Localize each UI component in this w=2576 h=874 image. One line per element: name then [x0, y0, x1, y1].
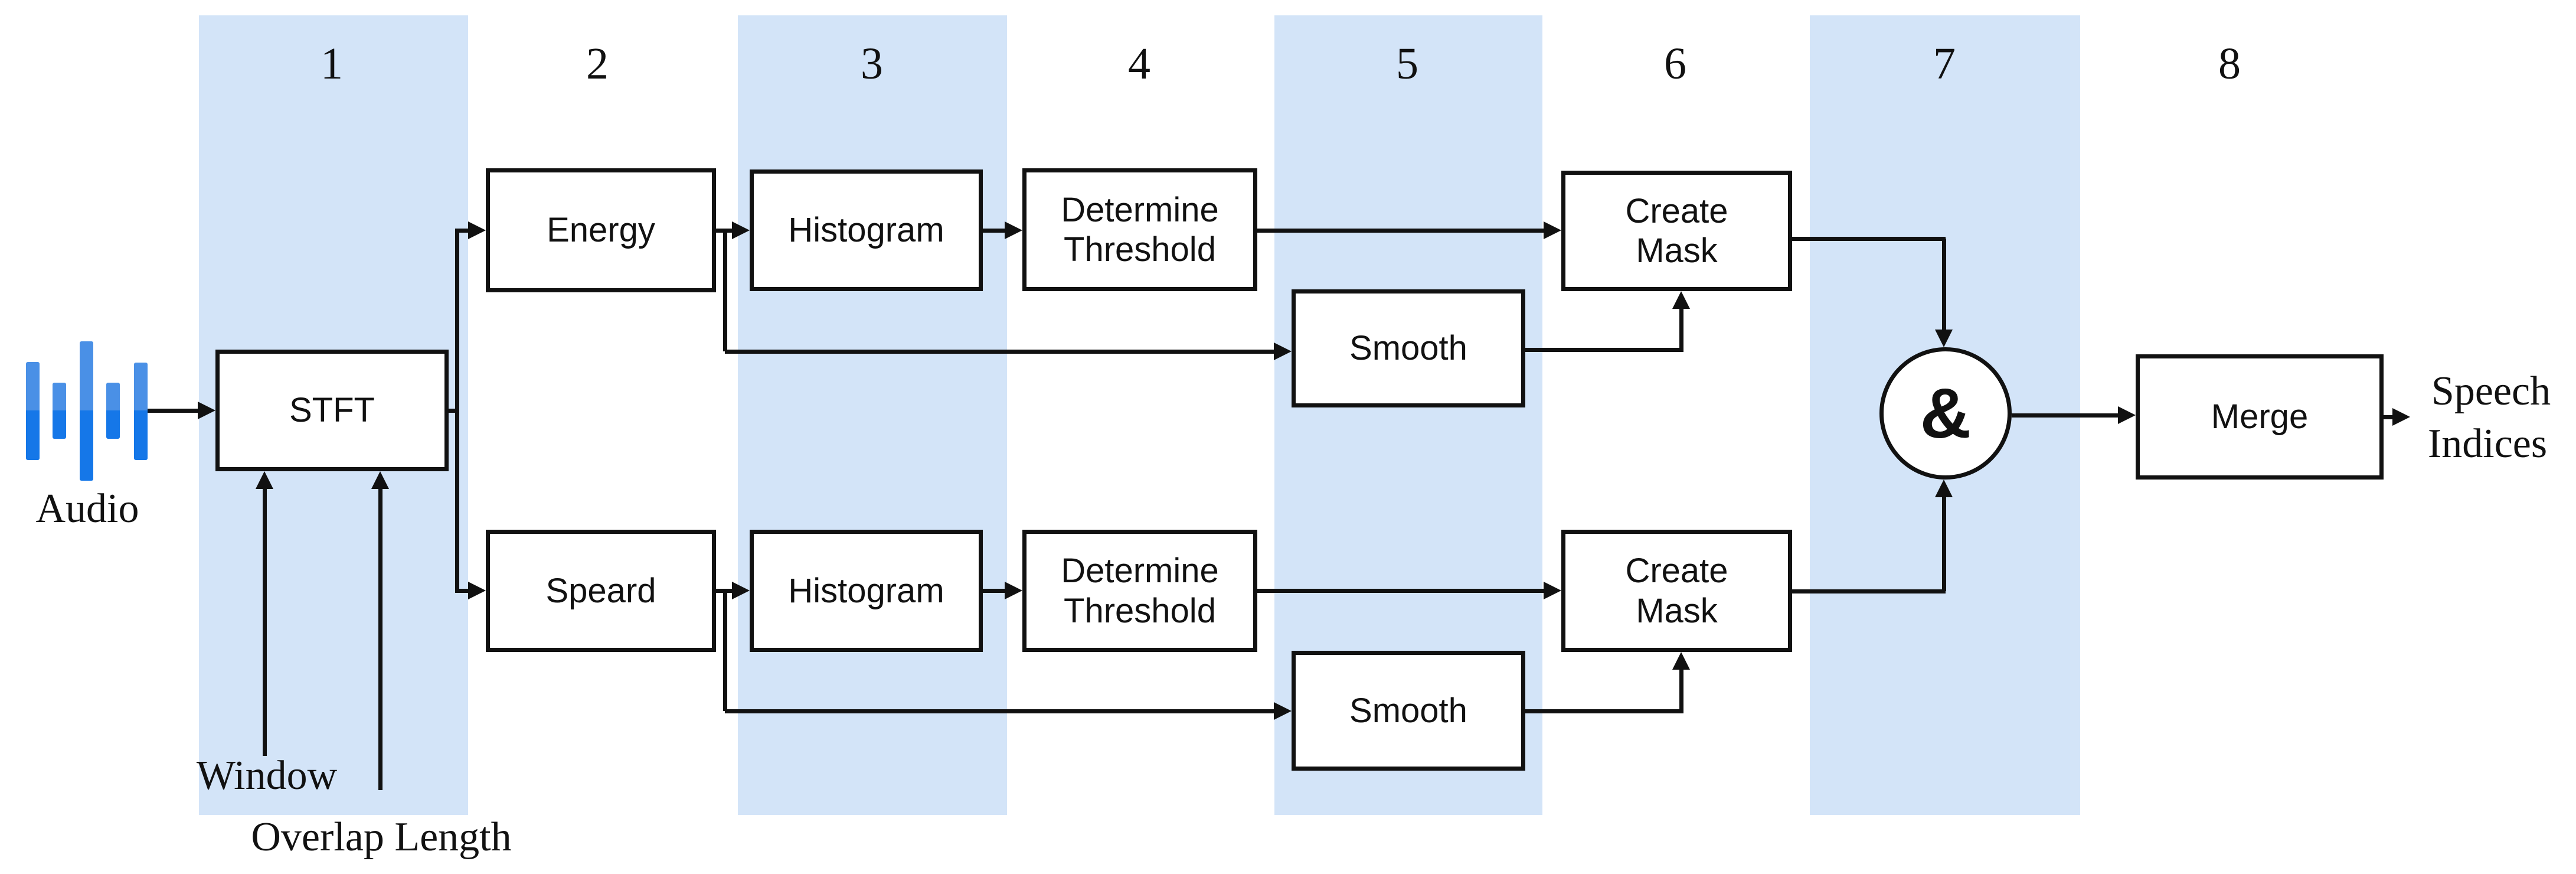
- arrowhead-icon: [1544, 221, 1561, 239]
- audio-bar: [80, 341, 93, 481]
- connector-line: [263, 488, 267, 756]
- and-operator: &: [1879, 347, 2012, 480]
- node-label: STFT: [289, 391, 375, 430]
- node-label: Threshold: [1064, 230, 1216, 269]
- column-band-3: [738, 15, 1007, 815]
- connector-line: [2384, 415, 2393, 419]
- connector-line: [1792, 237, 1946, 241]
- connector-line: [1942, 496, 1946, 591]
- node-stft: STFT: [215, 350, 449, 471]
- connector-line: [1792, 589, 1946, 593]
- connector-line: [1257, 589, 1544, 593]
- connector-line: [1257, 229, 1544, 233]
- node-label: Merge: [2211, 397, 2309, 436]
- node-label: Create: [1625, 552, 1728, 591]
- node-histogram-top: Histogram: [750, 169, 983, 291]
- audio-bar: [53, 383, 66, 439]
- arrowhead-icon: [1005, 221, 1022, 239]
- arrowhead-icon: [371, 471, 389, 489]
- speech-indices-line2: Indices: [2427, 421, 2548, 467]
- connector-line: [378, 488, 383, 790]
- audio-bar: [106, 383, 120, 439]
- arrowhead-icon: [256, 471, 273, 489]
- node-label: Determine: [1061, 552, 1219, 591]
- connector-line: [723, 591, 727, 711]
- connector-line: [2012, 413, 2119, 418]
- arrowhead-icon: [1544, 582, 1561, 599]
- node-energy: Energy: [486, 168, 716, 292]
- node-label: Histogram: [788, 211, 944, 250]
- column-number-6: 6: [1664, 39, 1686, 89]
- arrowhead-icon: [198, 402, 215, 419]
- connector-line: [449, 409, 457, 413]
- audio-bar: [26, 362, 40, 460]
- column-number-8: 8: [2218, 39, 2241, 89]
- node-label: Histogram: [788, 571, 944, 610]
- connector-line: [1679, 308, 1683, 351]
- connector-line: [725, 350, 1274, 354]
- arrowhead-icon: [732, 221, 750, 239]
- connector-line: [1525, 348, 1683, 352]
- arrowhead-icon: [468, 221, 486, 239]
- connector-line: [455, 229, 469, 233]
- column-number-7: 7: [1933, 39, 1956, 89]
- node-label: Threshold: [1064, 591, 1216, 630]
- node-label: Mask: [1636, 591, 1718, 630]
- connector-line: [983, 229, 1005, 233]
- arrowhead-icon: [468, 582, 486, 599]
- column-number-4: 4: [1128, 39, 1150, 89]
- node-label: Smooth: [1349, 691, 1467, 730]
- column-number-3: 3: [861, 39, 883, 89]
- ampersand-symbol: &: [1920, 374, 1972, 453]
- arrowhead-icon: [1274, 343, 1292, 360]
- node-label: Smooth: [1349, 329, 1467, 368]
- arrowhead-icon: [2392, 408, 2410, 426]
- arrowhead-icon: [1672, 291, 1690, 309]
- node-label: Determine: [1061, 190, 1219, 229]
- window-label: Window: [196, 753, 338, 798]
- node-speard: Speard: [486, 530, 716, 652]
- connector-line: [1679, 668, 1683, 713]
- connector-line: [148, 409, 199, 413]
- connector-line: [455, 230, 459, 591]
- audio-label: Audio: [35, 486, 139, 531]
- arrowhead-icon: [1005, 582, 1022, 599]
- column-number-1: 1: [321, 39, 343, 89]
- speech-indices-line1: Speech: [2431, 368, 2551, 414]
- connector-line: [1525, 709, 1683, 713]
- connector-line: [1942, 239, 1946, 331]
- arrowhead-icon: [1274, 702, 1292, 720]
- arrowhead-icon: [1935, 330, 1953, 347]
- node-smooth-bottom: Smooth: [1292, 651, 1525, 771]
- overlap-length-label: Overlap Length: [251, 814, 512, 860]
- node-histogram-bottom: Histogram: [750, 530, 983, 652]
- arrowhead-icon: [732, 582, 750, 599]
- connector-line: [983, 589, 1005, 593]
- arrowhead-icon: [2118, 406, 2136, 424]
- connector-line: [725, 709, 1274, 713]
- node-label: Energy: [547, 211, 655, 250]
- node-label: Create: [1625, 191, 1728, 230]
- column-number-5: 5: [1396, 39, 1418, 89]
- arrowhead-icon: [1935, 480, 1953, 497]
- connector-line: [723, 230, 727, 351]
- column-number-2: 2: [586, 39, 609, 89]
- connector-line: [455, 589, 469, 593]
- node-label: Mask: [1636, 231, 1718, 270]
- node-smooth-top: Smooth: [1292, 289, 1525, 407]
- arrowhead-icon: [1672, 652, 1690, 670]
- node-label: Speard: [545, 571, 656, 610]
- audio-bar: [134, 363, 148, 460]
- node-merge: Merge: [2136, 354, 2384, 480]
